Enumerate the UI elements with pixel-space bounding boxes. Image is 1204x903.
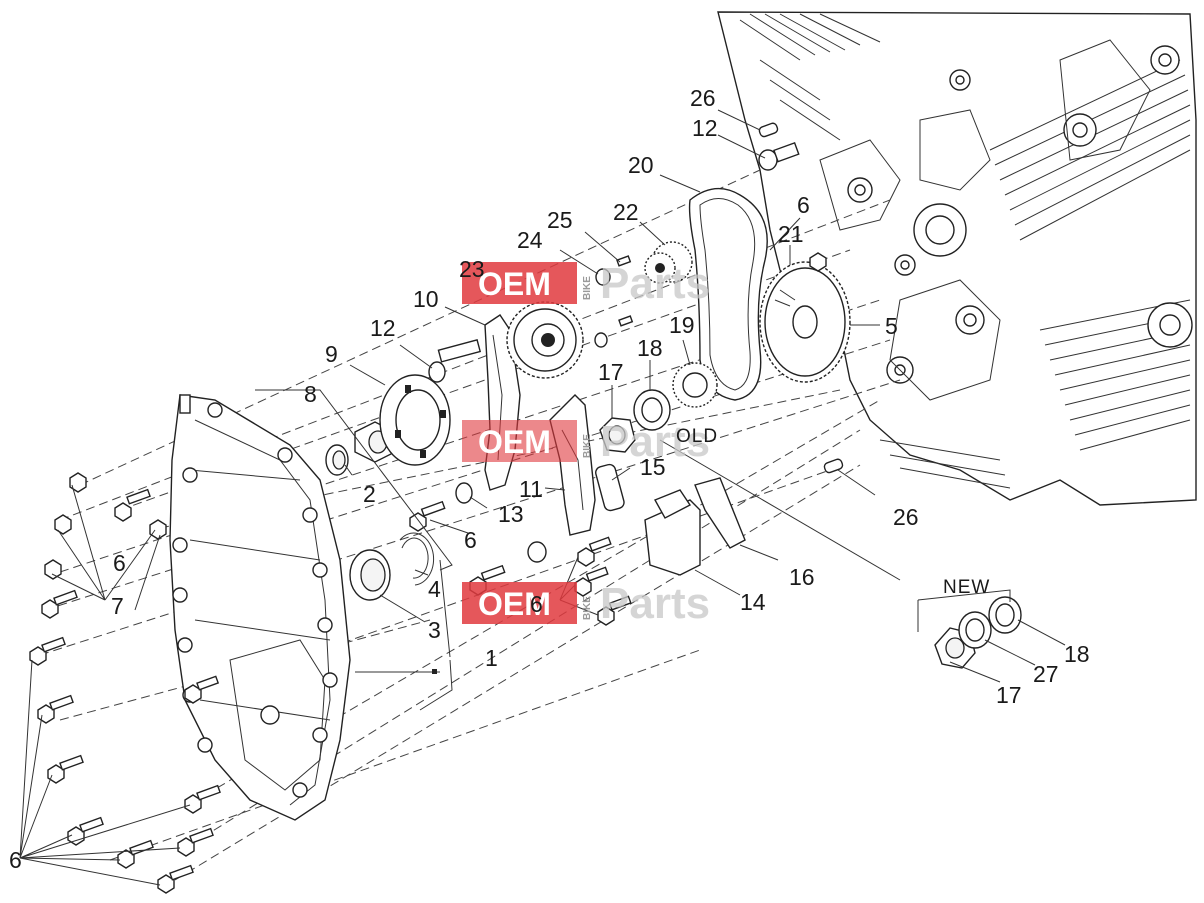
watermark-oem: OEM xyxy=(478,266,551,302)
callout-4: 4 xyxy=(428,576,441,602)
callout-8: 8 xyxy=(304,381,317,407)
watermark-middle: OEM BIKE Parts xyxy=(462,417,710,466)
timing-gears-and-chain xyxy=(506,122,851,474)
callout-10: 10 xyxy=(413,286,439,312)
watermark-bike: BIKE xyxy=(582,596,593,620)
callout-12: 12 xyxy=(370,315,396,341)
callout-6: 6 xyxy=(797,192,810,218)
callout-20: 20 xyxy=(628,152,654,178)
leader-lines xyxy=(19,109,1066,886)
callout-22: 22 xyxy=(613,199,639,225)
callout-labels: 26 12 20 22 25 24 23 6 21 10 12 9 5 19 1… xyxy=(9,85,1090,873)
watermark-bike: BIKE xyxy=(582,434,593,458)
callout-18: 18 xyxy=(1064,641,1090,667)
callout-19: 19 xyxy=(669,312,695,338)
callout-25: 25 xyxy=(547,207,573,233)
engine-block xyxy=(717,11,1197,506)
callout-7: 7 xyxy=(111,593,124,619)
callout-16: 16 xyxy=(789,564,815,590)
callout-1: 1 xyxy=(485,645,498,671)
callout-11: 11 xyxy=(519,476,543,502)
callout-18: 18 xyxy=(637,335,663,361)
new-kit-parts xyxy=(934,596,1022,669)
callout-26: 26 xyxy=(690,85,716,111)
callout-9: 9 xyxy=(325,341,338,367)
watermark-top: OEM BIKE Parts xyxy=(462,259,710,308)
label-new: NEW xyxy=(943,577,990,598)
callout-27: 27 xyxy=(1033,661,1059,687)
watermark-parts: Parts xyxy=(600,417,710,466)
callout-6: 6 xyxy=(113,550,126,576)
watermark-oem: OEM xyxy=(478,424,551,460)
callout-2: 2 xyxy=(363,481,376,507)
watermark-parts: Parts xyxy=(600,259,710,308)
watermark-parts: Parts xyxy=(600,579,710,628)
timing-cover xyxy=(169,394,351,821)
callout-12: 12 xyxy=(692,115,718,141)
watermark-oem: OEM xyxy=(478,586,551,622)
callout-24: 24 xyxy=(517,227,543,253)
watermark-bike: BIKE xyxy=(582,276,593,300)
label-old: OLD xyxy=(676,426,718,447)
callout-6: 6 xyxy=(530,591,543,617)
callout-3: 3 xyxy=(428,617,441,643)
callout-17: 17 xyxy=(598,359,624,385)
cover-bolts xyxy=(29,472,221,894)
callout-5: 5 xyxy=(885,313,898,339)
callout-17: 17 xyxy=(996,682,1022,708)
callout-6: 6 xyxy=(9,847,22,873)
callout-23: 23 xyxy=(459,256,485,282)
callout-13: 13 xyxy=(498,501,524,527)
seals-and-bearings xyxy=(325,374,451,601)
watermark-bottom: OEM BIKE Parts xyxy=(462,579,710,628)
callout-6: 6 xyxy=(464,527,477,553)
callout-15: 15 xyxy=(640,454,666,480)
callout-21: 21 xyxy=(778,221,804,247)
callout-14: 14 xyxy=(740,589,766,615)
callout-26: 26 xyxy=(893,504,919,530)
